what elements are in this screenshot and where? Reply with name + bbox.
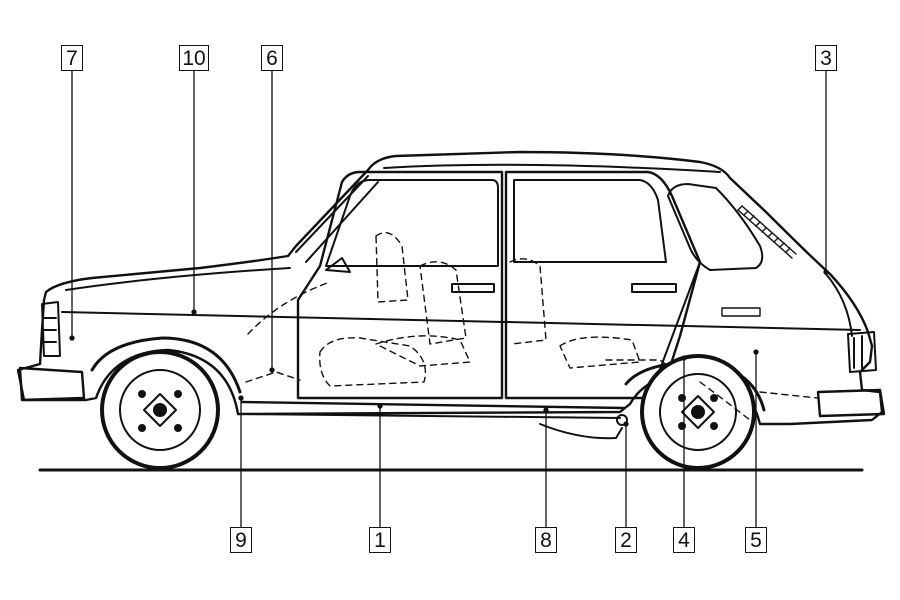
callout-5: 5 xyxy=(745,527,767,553)
callout-7: 7 xyxy=(61,45,83,71)
rear-lamp xyxy=(847,331,877,373)
callout-4: 4 xyxy=(673,527,695,553)
tailgate-seam xyxy=(825,273,853,337)
callout-10: 10 xyxy=(179,45,209,71)
front-grille xyxy=(41,301,61,357)
headlamp xyxy=(43,317,57,343)
rear-bumper xyxy=(816,388,886,418)
bonnet-crease xyxy=(65,267,291,291)
sill xyxy=(240,400,626,410)
callout-8: 8 xyxy=(535,527,557,553)
sill-lower xyxy=(245,413,621,419)
front-wheel xyxy=(100,350,220,470)
quarter-window xyxy=(667,183,764,271)
callout-1: 1 xyxy=(369,527,391,553)
front-window xyxy=(325,179,499,267)
rear-window xyxy=(513,179,667,263)
rear-lamp-lines xyxy=(853,335,863,369)
rear-wheel xyxy=(640,354,756,470)
callout-3: 3 xyxy=(815,45,837,71)
callout-6: 6 xyxy=(261,45,283,71)
rear-seam xyxy=(655,261,701,381)
rear-door-handle xyxy=(631,283,677,293)
callout-9: 9 xyxy=(230,527,252,553)
car-body-outline xyxy=(16,150,884,426)
exhaust-tip xyxy=(616,414,628,426)
front-door xyxy=(296,170,504,400)
rear-door xyxy=(504,170,702,400)
roof-gutter xyxy=(383,163,721,173)
windscreen xyxy=(295,175,379,263)
waist-line xyxy=(61,311,861,331)
callout-2: 2 xyxy=(615,527,637,553)
front-bumper xyxy=(18,366,86,402)
exhaust xyxy=(539,423,623,440)
rear-vent xyxy=(737,205,797,259)
badge xyxy=(721,307,761,317)
front-wheel-arch xyxy=(90,336,242,394)
leader-lines xyxy=(69,69,829,529)
front-door-handle xyxy=(451,283,495,293)
